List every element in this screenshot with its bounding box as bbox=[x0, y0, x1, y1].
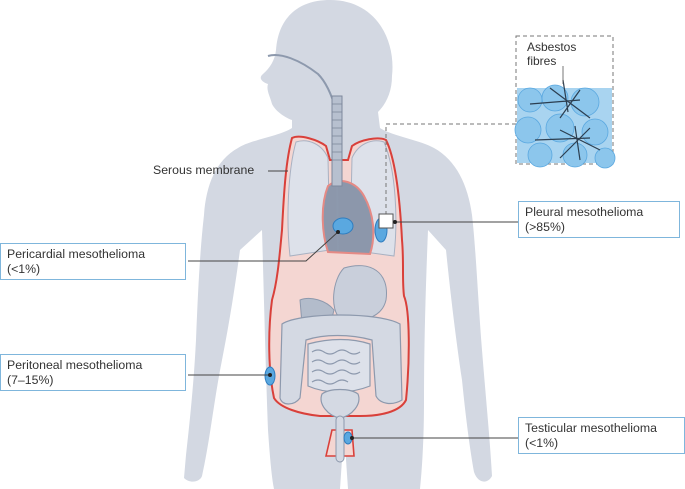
callout-peritoneal-name: Peritoneal mesothelioma bbox=[7, 358, 143, 372]
callout-testicular-frequency: (<1%) bbox=[525, 436, 559, 450]
callout-pleural: Pleural mesothelioma (>85%) bbox=[518, 201, 680, 238]
callout-testicular: Testicular mesothelioma (<1%) bbox=[518, 417, 685, 454]
tumours bbox=[264, 217, 388, 445]
asbestos-label-line2: fibres bbox=[527, 54, 557, 68]
bladder bbox=[320, 388, 360, 419]
asbestos-inset bbox=[378, 35, 616, 229]
tumour-pericardial bbox=[332, 217, 354, 235]
callout-pericardial-frequency: (<1%) bbox=[7, 262, 41, 276]
airway bbox=[267, 54, 343, 251]
callout-pericardial: Pericardial mesothelioma (<1%) bbox=[0, 243, 186, 280]
callout-peritoneal-frequency: (7–15%) bbox=[7, 373, 54, 387]
callout-pericardial-name: Pericardial mesothelioma bbox=[7, 247, 146, 261]
magnification-connector bbox=[385, 123, 516, 214]
serous-membrane-label: Serous membrane bbox=[153, 163, 255, 177]
asbestos-fibres bbox=[529, 79, 601, 161]
asbestos-label-line1: Asbestos bbox=[527, 40, 577, 54]
leader-pericardial bbox=[188, 231, 339, 262]
callout-pleural-name: Pleural mesothelioma bbox=[525, 205, 644, 219]
asbestos-fibres-label: Asbestos fibres bbox=[527, 40, 576, 68]
penis bbox=[335, 415, 345, 463]
callout-testicular-name: Testicular mesothelioma bbox=[525, 421, 657, 435]
magnification-marker bbox=[378, 213, 394, 229]
callout-peritoneal: Peritoneal mesothelioma (7–15%) bbox=[0, 354, 186, 391]
intestines bbox=[279, 314, 403, 405]
leader-dots bbox=[268, 220, 397, 440]
callout-pleural-frequency: (>85%) bbox=[525, 220, 565, 234]
leader-lines bbox=[188, 170, 518, 439]
heart bbox=[321, 180, 375, 256]
